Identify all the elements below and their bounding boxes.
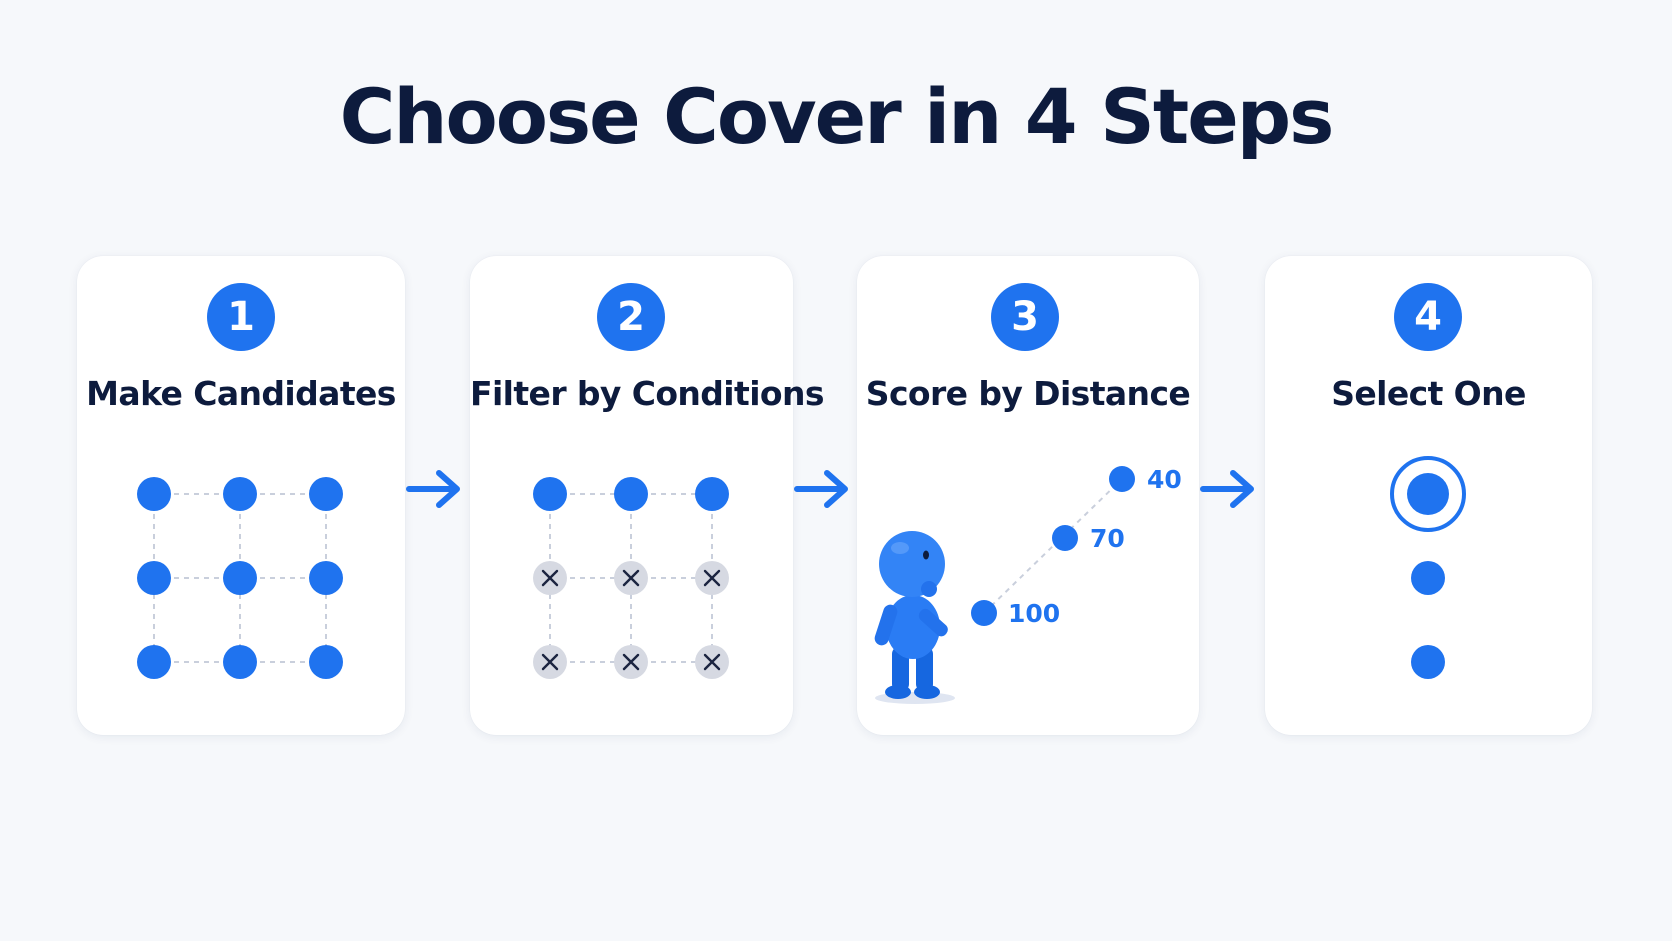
step-card-4: 4 Select One: [1265, 256, 1592, 735]
kept-candidate-dot: [695, 477, 729, 511]
kept-candidate-dot: [533, 477, 567, 511]
page-title: Choose Cover in 4 Steps: [339, 72, 1335, 161]
selection-column: [1390, 456, 1466, 679]
step-card-3: 3 Score by Distance 100 70 40: [857, 256, 1199, 735]
candidate-dot: [223, 477, 257, 511]
x-icon: [695, 561, 729, 595]
score-label-far: 40: [1147, 465, 1182, 494]
score-label-mid: 70: [1090, 524, 1125, 553]
distance-path: [983, 478, 1123, 614]
x-icon: [695, 645, 729, 679]
candidate-dot: [309, 477, 343, 511]
option-dot: [1411, 561, 1445, 595]
step-card-1: 1 Make Candidates: [77, 256, 405, 735]
target-ring-icon: [1390, 456, 1466, 532]
step-badge-3: 3: [991, 283, 1059, 351]
step-badge-2: 2: [597, 283, 665, 351]
scored-dot: [971, 600, 997, 626]
kept-candidate-dot: [614, 477, 648, 511]
filtered-grid: [533, 477, 729, 679]
arrow-right-icon: [406, 470, 460, 508]
x-icon: [614, 561, 648, 595]
x-icon: [614, 645, 648, 679]
candidate-dot: [309, 561, 343, 595]
scored-dot: [1052, 525, 1078, 551]
candidates-grid: [137, 477, 343, 679]
candidate-dot: [137, 561, 171, 595]
scored-dot: [1109, 466, 1135, 492]
option-dot: [1411, 645, 1445, 679]
step-badge-1: 1: [207, 283, 275, 351]
step-card-2: 2 Filter by Conditions: [470, 256, 825, 735]
person-thinking-icon: [874, 531, 955, 704]
x-icon: [533, 561, 567, 595]
arrow-right-icon: [794, 470, 848, 508]
score-label-near: 100: [1008, 599, 1060, 628]
candidate-dot: [137, 645, 171, 679]
candidate-dot: [223, 645, 257, 679]
step-label-1: Make Candidates: [86, 374, 396, 413]
step-label-3: Score by Distance: [865, 374, 1191, 413]
step-badge-4: 4: [1394, 283, 1462, 351]
distance-scoring: 100 70 40: [874, 465, 1182, 704]
candidate-dot: [309, 645, 343, 679]
candidate-dot: [223, 561, 257, 595]
candidate-dot: [137, 477, 171, 511]
x-icon: [533, 645, 567, 679]
arrow-right-icon: [1200, 470, 1254, 508]
step-label-2: Filter by Conditions: [470, 374, 825, 413]
step-label-4: Select One: [1331, 374, 1526, 413]
rejected-candidates: [533, 561, 729, 679]
